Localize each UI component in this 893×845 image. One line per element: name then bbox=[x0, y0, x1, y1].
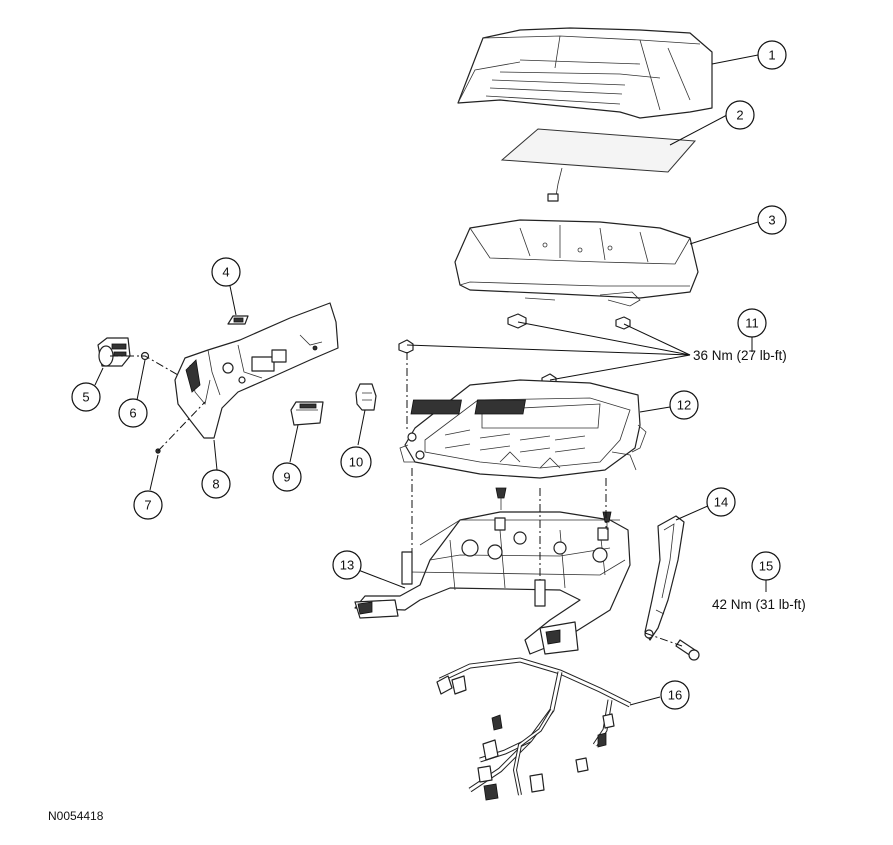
cushion-nut-left bbox=[507, 313, 527, 329]
figure-code: N0054418 bbox=[48, 809, 104, 823]
track-stud-right bbox=[597, 527, 609, 541]
callout-10: 10 bbox=[340, 446, 372, 478]
seat-cushion-frame bbox=[399, 379, 647, 479]
track-stud-left bbox=[401, 551, 413, 585]
seat-track-assembly bbox=[354, 511, 631, 655]
callout-7: 7 bbox=[133, 490, 163, 520]
callout-16-label: 16 bbox=[668, 688, 682, 703]
mounting-bracket bbox=[355, 383, 377, 411]
seat-cushion-pad bbox=[454, 219, 699, 307]
seat-wiring-harness bbox=[436, 657, 632, 801]
callout-6: 6 bbox=[118, 398, 148, 428]
callout-13: 13 bbox=[332, 550, 362, 580]
seat-cushion-cover bbox=[457, 27, 713, 119]
callout-14: 14 bbox=[706, 487, 736, 517]
callout-14-label: 14 bbox=[714, 495, 728, 510]
callout-11-label: 11 bbox=[745, 316, 759, 331]
callout-5-label: 5 bbox=[82, 390, 89, 405]
callout-9: 9 bbox=[272, 462, 302, 492]
callout-13-label: 13 bbox=[340, 558, 354, 573]
seat-belt-bolt bbox=[675, 639, 700, 661]
callout-4: 4 bbox=[211, 257, 241, 287]
seat-heater-mat bbox=[500, 128, 697, 202]
small-switch-part bbox=[227, 315, 249, 325]
callout-2-label: 2 bbox=[736, 108, 743, 123]
seat-belt-buckle bbox=[644, 515, 685, 641]
track-stud-center bbox=[494, 517, 506, 531]
callout-8: 8 bbox=[201, 469, 231, 499]
heater-connector bbox=[547, 193, 559, 202]
seat-side-shield bbox=[174, 302, 339, 439]
callout-3: 3 bbox=[757, 205, 787, 235]
frame-bolt-center bbox=[495, 487, 507, 510]
callout-12: 12 bbox=[669, 390, 699, 420]
callout-1: 1 bbox=[757, 40, 787, 70]
callout-9-label: 9 bbox=[283, 470, 290, 485]
torque-spec-15: 42 Nm (31 lb-ft) bbox=[712, 597, 806, 612]
cushion-nut-right bbox=[615, 316, 631, 330]
callout-4-label: 4 bbox=[222, 265, 229, 280]
seat-switch-knob bbox=[97, 337, 131, 367]
frame-nut-rear bbox=[398, 339, 414, 354]
leader-lines bbox=[94, 54, 767, 706]
callout-15-label: 15 bbox=[759, 559, 773, 574]
callout-2: 2 bbox=[725, 100, 755, 130]
frame-bolt-right bbox=[602, 511, 612, 530]
callout-6-label: 6 bbox=[129, 406, 136, 421]
callout-7-label: 7 bbox=[144, 498, 151, 513]
switch-module bbox=[290, 401, 324, 426]
alignment-lines bbox=[110, 352, 683, 647]
torque-spec-11: 36 Nm (27 lb-ft) bbox=[693, 348, 787, 363]
callout-10-label: 10 bbox=[349, 455, 363, 470]
callout-11: 11 bbox=[737, 308, 767, 338]
callout-15: 15 bbox=[751, 551, 781, 581]
callout-1-label: 1 bbox=[768, 48, 775, 63]
callout-16: 16 bbox=[660, 680, 690, 710]
track-stud-front bbox=[534, 579, 546, 607]
callout-5: 5 bbox=[71, 382, 101, 412]
callout-12-label: 12 bbox=[677, 398, 691, 413]
callout-8-label: 8 bbox=[212, 477, 219, 492]
callout-3-label: 3 bbox=[768, 213, 775, 228]
